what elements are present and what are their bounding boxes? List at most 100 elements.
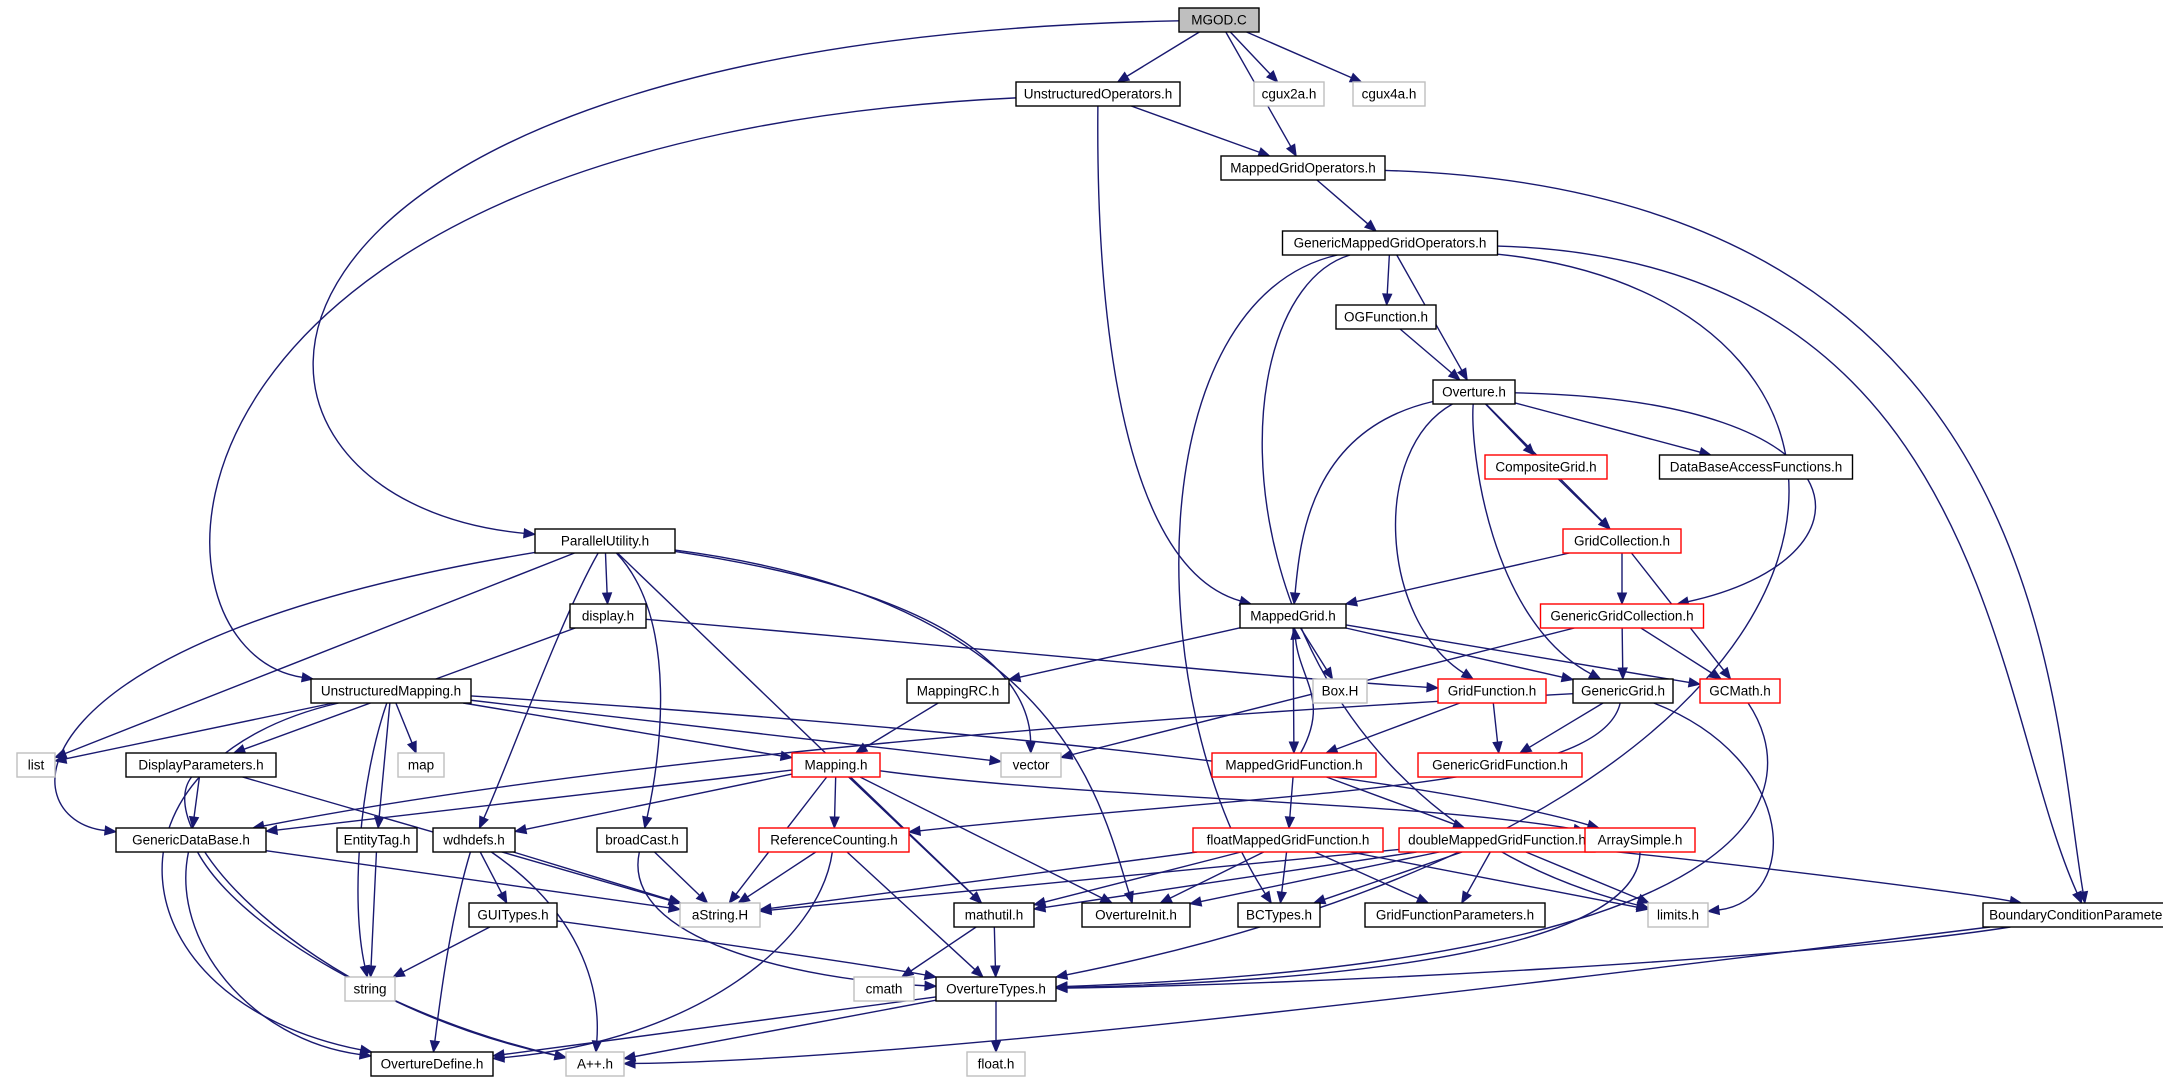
node-displayparameters[interactable]: DisplayParameters.h [125, 752, 277, 778]
node-genericgridfunction[interactable]: GenericGridFunction.h [1417, 752, 1583, 778]
arrowhead-genericgrid-to-limits [1706, 904, 1721, 916]
node-label-list: list [28, 758, 45, 773]
arrowhead-genericgridcollection-to-gcmath [1708, 668, 1723, 680]
node-overtureinit[interactable]: OvertureInit.h [1081, 902, 1191, 928]
node-box-mappedgridoperators [1220, 155, 1386, 181]
node-bctypes[interactable]: BCTypes.h [1237, 902, 1321, 928]
arrowhead-parallelutility-to-broadcast [642, 815, 653, 830]
node-box-mappedgridfunction [1211, 752, 1377, 778]
node-genericmappedgridoperators[interactable]: GenericMappedGridOperators.h [1281, 230, 1499, 256]
node-mappedgridoperators[interactable]: MappedGridOperators.h [1220, 155, 1386, 181]
node-mathutil[interactable]: mathutil.h [953, 902, 1035, 928]
node-display[interactable]: display.h [569, 603, 647, 629]
arrowhead-gridcollection-to-mappedgrid [1344, 596, 1359, 607]
node-limits: limits.h [1647, 902, 1709, 928]
node-ogfunction[interactable]: OGFunction.h [1335, 304, 1437, 330]
node-unstructuredmapping[interactable]: UnstructuredMapping.h [310, 678, 472, 704]
arrowhead-mappedgridfunction-to-mappedgrid [1290, 626, 1301, 641]
node-mappedgridfunction[interactable]: MappedGridFunction.h [1211, 752, 1377, 778]
node-box-cmath [853, 976, 915, 1002]
edge-guitypes-to-string [402, 926, 491, 973]
arrowhead-genericmappedgridoperators-to-overturetypes [1054, 969, 1069, 980]
arrowhead-mappedgridoperators-to-genericmappedgridoperators [1363, 219, 1378, 232]
arrowhead-gridcollection-to-genericgridcollection [1616, 592, 1628, 606]
node-entitytag[interactable]: EntityTag.h [336, 827, 418, 853]
edge-boundaryconditionparameters-to-overturetypes [1066, 926, 2011, 989]
arrowhead-mgod-to-mappedgridoperators [1285, 143, 1297, 158]
node-label-gcmath: GCMath.h [1709, 684, 1771, 699]
node-label-cmath: cmath [866, 982, 903, 997]
edge-arraysimple-to-overturetypes [1066, 851, 1641, 989]
node-label-display: display.h [582, 609, 634, 624]
edge-mathutil-to-cmath [910, 926, 977, 972]
node-label-genericmappedgridoperators: GenericMappedGridOperators.h [1294, 236, 1487, 251]
node-genericgridcollection[interactable]: GenericGridCollection.h [1539, 603, 1705, 629]
edge-mappedgridoperators-to-genericmappedgridoperators [1316, 179, 1369, 225]
edge-unstructuredmapping-to-list [65, 702, 334, 760]
arrowhead-parallelutility-to-vector [1025, 741, 1036, 755]
edge-mappedgridfunction-to-mappedgrid [1294, 638, 1315, 754]
node-overture[interactable]: Overture.h [1432, 379, 1516, 405]
node-guitypes[interactable]: GUITypes.h [468, 902, 558, 928]
edge-mapping-to-referencecounting [833, 776, 837, 818]
node-label-vector: vector [1013, 758, 1050, 773]
node-gridcollection[interactable]: GridCollection.h [1562, 528, 1682, 554]
arrowhead-genericdatabase-to-aplusplus [553, 1049, 568, 1061]
arrowhead-mappedgrid-to-mappedgridfunction [1288, 741, 1300, 755]
arrowhead-mappedgrid-to-gcmath [1687, 677, 1702, 688]
arrowhead-mappedgrid-to-boxh [1321, 666, 1334, 681]
arrowhead-unstructuredoperators-to-unstructuredmapping [300, 672, 315, 683]
node-mappingrc[interactable]: MappingRC.h [906, 678, 1010, 704]
node-mapping[interactable]: Mapping.h [791, 752, 881, 778]
node-genericgrid[interactable]: GenericGrid.h [1572, 678, 1674, 704]
arrowhead-mappedgrid-to-genericgrid [1560, 671, 1575, 683]
node-label-float: float.h [978, 1057, 1015, 1072]
edge-referencecounting-to-overturetypes [846, 851, 976, 971]
node-doublemappedgridfunction[interactable]: doubleMappedGridFunction.h [1398, 827, 1596, 853]
node-overturetypes[interactable]: OvertureTypes.h [935, 976, 1057, 1002]
arrowhead-gridfunction-to-genericgridfunction [1492, 741, 1503, 755]
node-box-genericgrid [1572, 678, 1674, 704]
node-gridfunctionparameters[interactable]: GridFunctionParameters.h [1364, 902, 1546, 928]
node-box-genericdatabase [115, 827, 267, 853]
node-box-display [569, 603, 647, 629]
edge-overture-to-genericgrid [1472, 403, 1592, 675]
edge-mapping-to-genericdatabase [276, 769, 793, 831]
arrowhead-genericmappedgridoperators-to-ogfunction [1382, 293, 1393, 307]
node-vector: vector [1000, 752, 1062, 778]
edge-unstructuredoperators-to-unstructuredmapping [209, 97, 1017, 679]
arrowhead-doublemappedgridfunction-to-limits [1636, 893, 1651, 904]
node-label-cgux4a: cgux4a.h [1362, 87, 1417, 102]
node-broadcast[interactable]: broadCast.h [596, 827, 688, 853]
node-label-overture: Overture.h [1442, 385, 1506, 400]
edge-overture-to-databaseaccessfunctions [1514, 402, 1701, 453]
node-gcmath[interactable]: GCMath.h [1699, 678, 1781, 704]
node-databaseaccessfunctions[interactable]: DataBaseAccessFunctions.h [1658, 454, 1854, 480]
node-box-list [16, 752, 56, 778]
node-boundaryconditionparameters[interactable]: BoundaryConditionParameters.h [1982, 902, 2163, 928]
arrowhead-boundaryconditionparameters-to-overturetypes [1054, 982, 1068, 994]
node-mappedgrid[interactable]: MappedGrid.h [1239, 603, 1347, 629]
edge-parallelutility-to-display [604, 552, 608, 594]
edge-unstructuredmapping-to-mapping [463, 702, 782, 757]
edge-genericmappedgridoperators-to-overturetypes [1066, 253, 1790, 976]
node-box-overture [1432, 379, 1516, 405]
node-arraysimple[interactable]: ArraySimple.h [1584, 827, 1696, 853]
node-compositegrid[interactable]: CompositeGrid.h [1484, 454, 1608, 480]
arrowhead-overture-to-compositegrid [1522, 443, 1536, 456]
edge-boundaryconditionparameters-to-aplusplus [634, 926, 1991, 1065]
edge-unstructuredmapping-to-vector [470, 699, 991, 761]
arrowhead-mapping-to-genericdatabase [264, 824, 279, 836]
node-genericdatabase[interactable]: GenericDataBase.h [115, 827, 267, 853]
edge-unstructuredmapping-to-entitytag [378, 702, 391, 818]
node-unstructuredoperators[interactable]: UnstructuredOperators.h [1015, 81, 1181, 107]
node-gridfunction[interactable]: GridFunction.h [1437, 678, 1547, 704]
node-floatmappedgridfunction[interactable]: floatMappedGridFunction.h [1192, 827, 1384, 853]
node-referencecounting[interactable]: ReferenceCounting.h [758, 827, 910, 853]
node-mgod[interactable]: MGOD.C [1178, 7, 1260, 33]
node-overturedefine[interactable]: OvertureDefine.h [370, 1051, 494, 1077]
edge-floatmappedgridfunction-to-bctypes [1281, 851, 1288, 893]
node-label-map: map [408, 758, 434, 773]
node-wdhdefs[interactable]: wdhdefs.h [432, 827, 516, 853]
node-parallelutility[interactable]: ParallelUtility.h [534, 528, 676, 554]
